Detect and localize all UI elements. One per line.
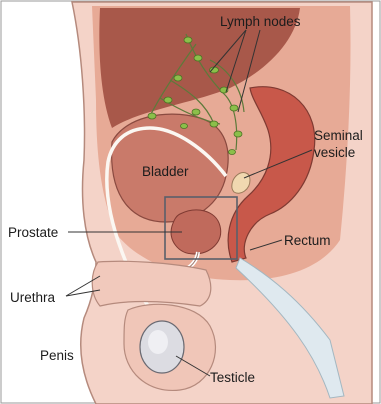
penis-label: Penis xyxy=(40,348,74,363)
prostate-label: Prostate xyxy=(8,225,58,240)
testicle-label: Testicle xyxy=(210,370,255,385)
seminal-vesicle-label-line2: vesicle xyxy=(314,145,355,160)
bladder-label: Bladder xyxy=(142,164,189,179)
rectum-label: Rectum xyxy=(284,233,331,248)
lymph-nodes-label: Lymph nodes xyxy=(220,14,301,29)
seminal-vesicle-label-line1: Seminal xyxy=(314,128,363,143)
penis xyxy=(92,261,211,306)
testicle-highlight xyxy=(148,330,168,354)
urethra-label: Urethra xyxy=(10,290,56,305)
